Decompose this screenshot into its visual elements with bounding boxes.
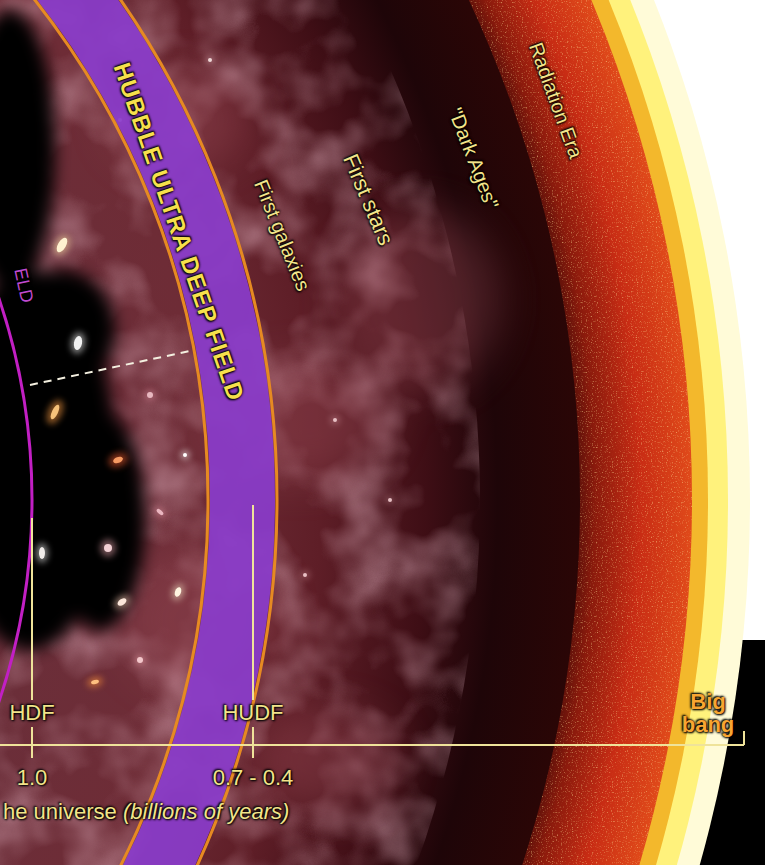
axis-end-label: Big bang (673, 690, 743, 736)
axis-title-unit: (billions of years) (123, 799, 289, 824)
axis-value: 1.0 (17, 765, 48, 790)
axis-title: he universe (3, 799, 117, 824)
field-marker: HDF (9, 700, 54, 725)
field-marker: HUDF (222, 700, 283, 725)
axis-value: 0.7 - 0.4 (213, 765, 294, 790)
